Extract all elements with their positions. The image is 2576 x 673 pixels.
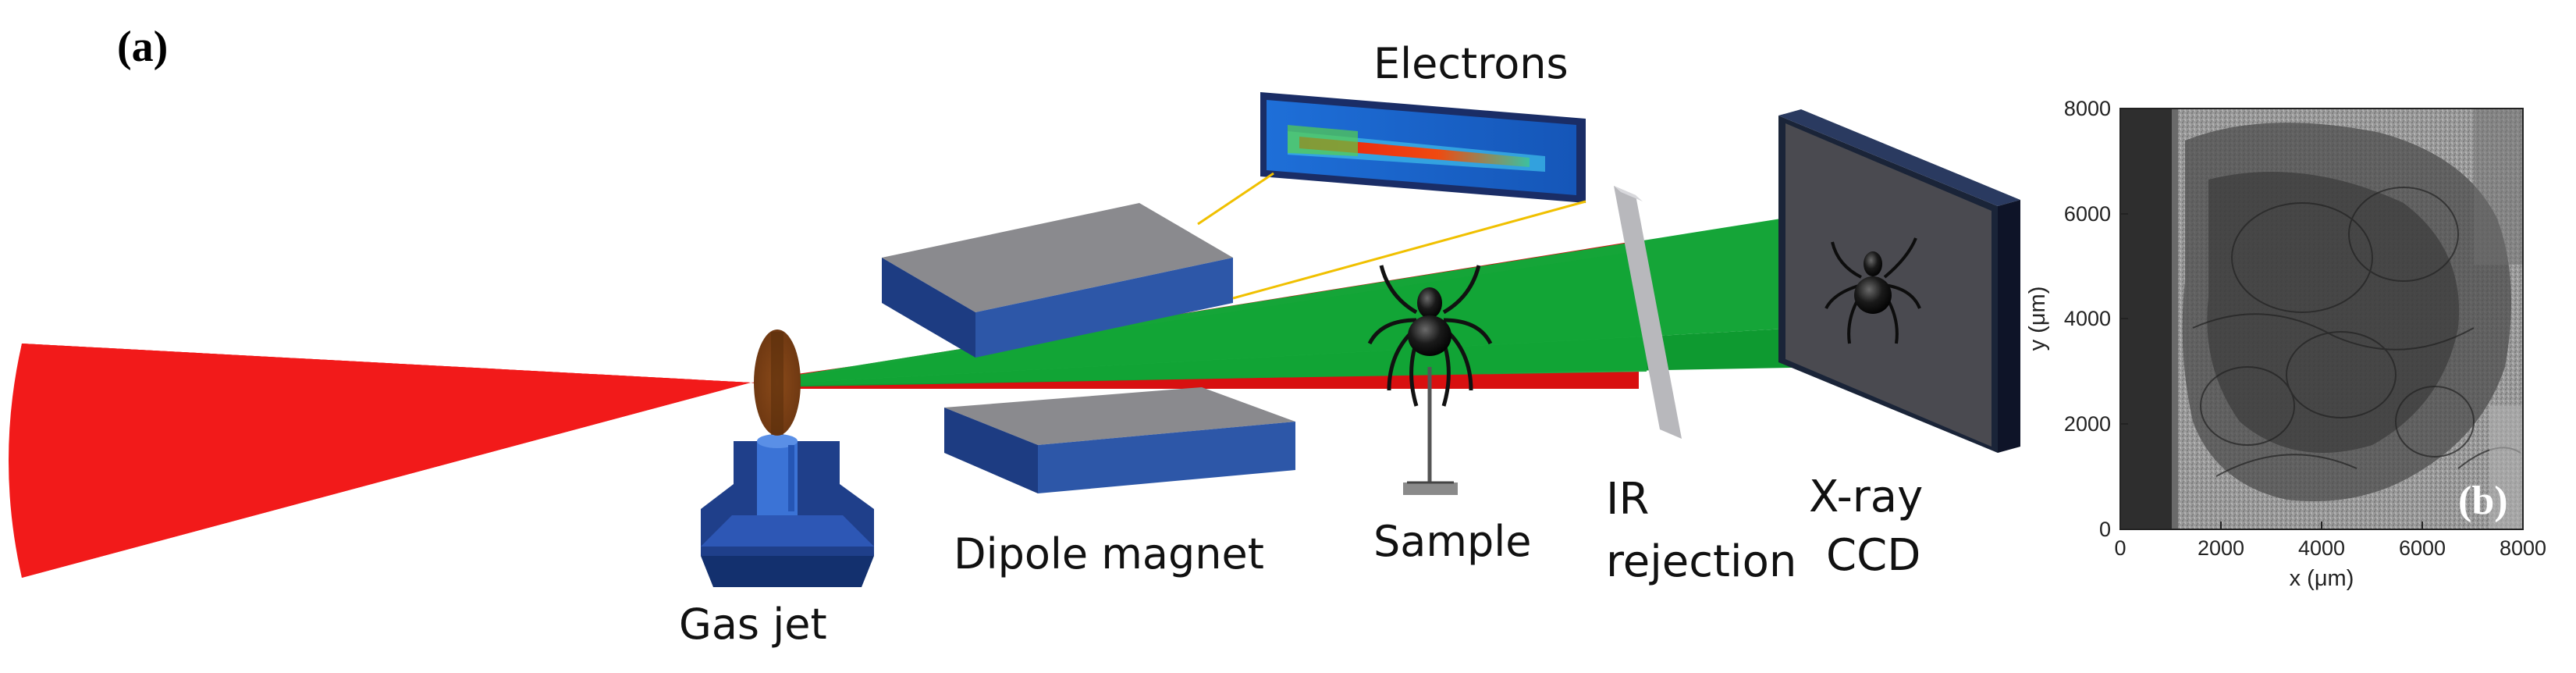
y-tick-1: 2000 xyxy=(2064,412,2111,436)
x-tick-0: 0 xyxy=(2114,536,2126,560)
gas-jet xyxy=(701,434,874,587)
ir-rejection-label-line1: IR xyxy=(1606,474,1649,525)
dipole-magnet-label: Dipole magnet xyxy=(954,529,1264,579)
laser-beam xyxy=(9,344,751,578)
sample-label: Sample xyxy=(1373,517,1531,566)
electrons-label: Electrons xyxy=(1373,39,1569,88)
panel-a-label: (a) xyxy=(117,23,168,71)
y-tick-0: 0 xyxy=(2099,518,2111,541)
x-tick-4: 8000 xyxy=(2500,536,2546,560)
dipole-magnet-lower xyxy=(944,387,1295,493)
y-tick-3: 6000 xyxy=(2064,202,2111,226)
y-axis-label: y (μm) xyxy=(2025,287,2050,351)
xray-ccd xyxy=(1778,109,2020,453)
x-tick-2: 4000 xyxy=(2298,536,2345,560)
y-tick-4: 8000 xyxy=(2064,97,2111,120)
xray-ccd-label-line2: CCD xyxy=(1826,530,1920,581)
radiograph-panel xyxy=(2120,109,2523,529)
x-tick-1: 2000 xyxy=(2198,536,2244,560)
xray-ccd-label-line1: X-ray xyxy=(1809,472,1923,522)
y-tick-2: 4000 xyxy=(2064,307,2111,330)
gas-plume xyxy=(754,329,801,436)
panel-b-label: (b) xyxy=(2458,479,2508,523)
radiograph-image xyxy=(2120,109,2523,529)
x-tick-3: 6000 xyxy=(2399,536,2446,560)
gas-jet-label: Gas jet xyxy=(679,600,827,649)
ir-rejection-label-line2: rejection xyxy=(1606,536,1796,587)
x-axis-label: x (μm) xyxy=(2290,566,2354,591)
